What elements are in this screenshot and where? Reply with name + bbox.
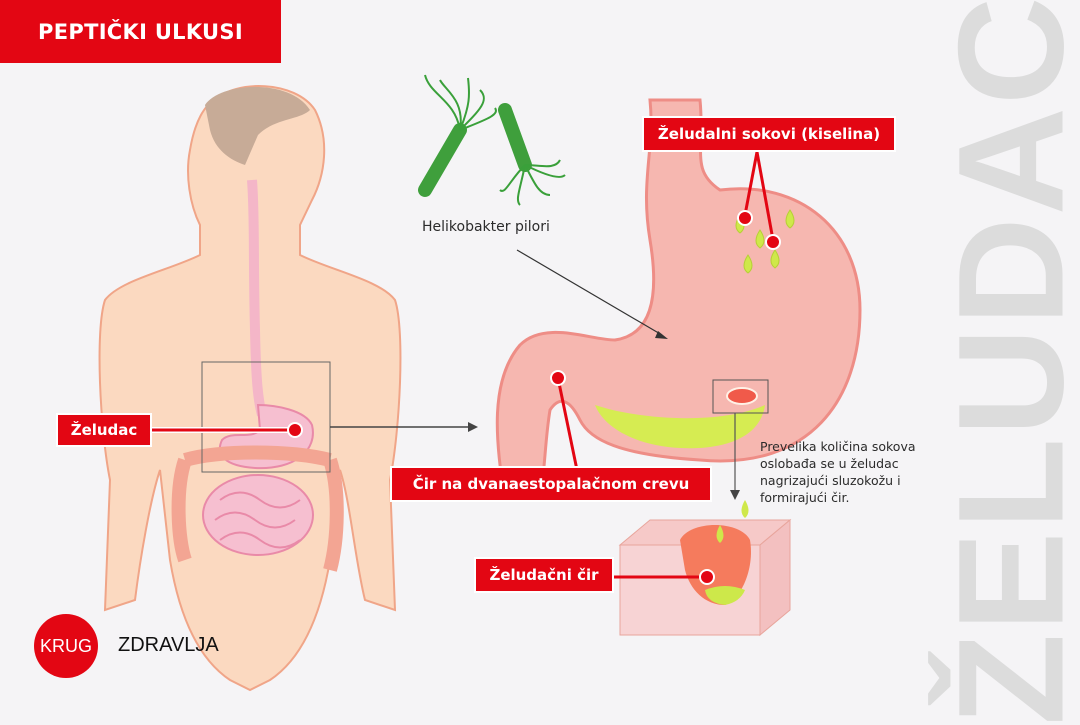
label-gastric-juices: Želudalni sokovi (kiselina) [642, 116, 896, 152]
ulcer-description: Prevelika količina sokova oslobađa se u … [760, 438, 916, 506]
label-gastric-ulcer: Želudačni čir [474, 557, 614, 593]
description-line: formirajući čir. [760, 489, 916, 506]
label-stomach: Želudac [56, 413, 152, 447]
page-title: PEPTIČKI ULKUSI [0, 0, 281, 63]
description-line: nagrizajući sluzokožu i [760, 472, 916, 489]
label-h-pylori: Helikobakter pilori [422, 219, 550, 235]
label-duodenal-ulcer: Čir na dvanaestopalačnom crevu [390, 466, 712, 502]
h-pylori-bacteria [425, 75, 565, 205]
logo-text: ZDRAVLJA [118, 634, 219, 657]
tissue-block-illustration [620, 500, 790, 635]
description-line: Prevelika količina sokova [760, 438, 916, 455]
human-body-figure [100, 86, 401, 690]
description-line: oslobađa se u želudac [760, 455, 916, 472]
logo-circle: KRUG [34, 614, 98, 678]
